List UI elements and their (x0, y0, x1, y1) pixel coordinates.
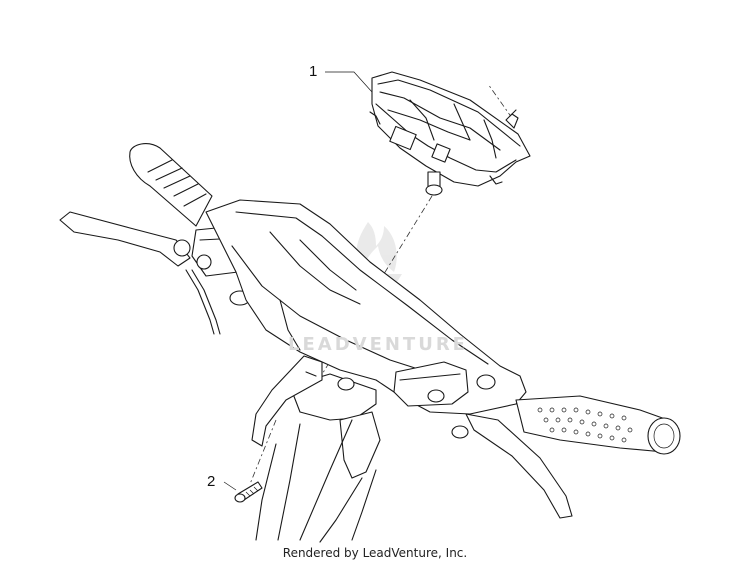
callout-2[interactable]: 2 (207, 473, 216, 490)
screw-part (234, 481, 263, 503)
leader-line-1 (325, 71, 373, 93)
handlebar-assembly (59, 143, 681, 543)
instrument-cluster (369, 71, 531, 196)
callout-1[interactable]: 1 (309, 63, 318, 80)
assembly-line-3 (487, 83, 513, 119)
assembly-line-2 (249, 419, 277, 485)
grip-texture (537, 407, 633, 443)
footer-credit: Rendered by LeadVenture, Inc. (282, 546, 468, 560)
watermark-text: LEADVENTURE (288, 334, 468, 355)
leader-line-2 (223, 481, 237, 491)
